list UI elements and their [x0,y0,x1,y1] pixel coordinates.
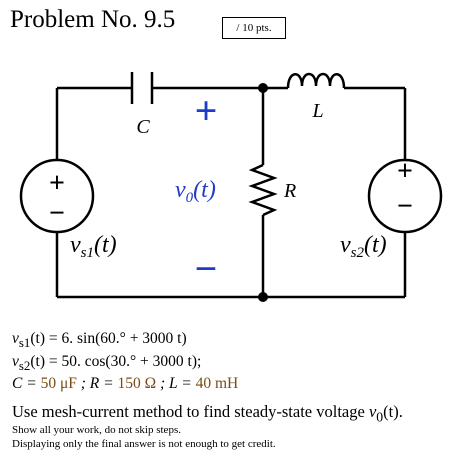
task-statement: Use mesh-current method to find steady-s… [12,402,403,425]
note-credit: Displaying only the final answer is not … [12,438,276,450]
resistor-zigzag [248,163,278,217]
equation-vs1: vs1(t) = 6. sin(60.° + 3000 t) [12,330,187,351]
note-show-work: Show all your work, do not skip steps. [12,424,181,436]
points-box[interactable]: / 10 pts. [222,17,286,39]
vs2-label: vs2(t) [340,232,387,261]
source-vs1 [19,158,95,234]
vs1-minus: − [49,198,65,229]
inductor-coil [286,72,346,89]
vo-minus: − [195,246,218,291]
equation-vs2: vs2(t) = 50. cos(30.° + 3000 t); [12,352,202,373]
vs2-minus: − [397,191,413,222]
node-bottom [258,292,268,302]
node-top [258,83,268,93]
vo-plus: + [195,88,218,133]
capacitor-label: C [136,116,150,138]
source-vs2 [367,158,443,234]
vo-label: v0(t) [175,177,216,206]
inductor-label: L [311,100,323,122]
circuit-diagram: + − + − + − C L R v0(t) vs1(t) vs2(t) [19,72,443,302]
vs2-plus: + [397,156,413,187]
equations-block: vs1(t) = 6. sin(60.° + 3000 t) vs2(t) = … [12,330,238,394]
resistor-label: R [283,180,296,202]
equation-values: C = 50 μF ; R = 150 Ω ; L = 40 mH [12,375,239,393]
problem-title: Problem No. 9.5 [10,6,176,33]
vs1-label: vs1(t) [70,232,117,261]
vs1-plus: + [49,168,65,199]
